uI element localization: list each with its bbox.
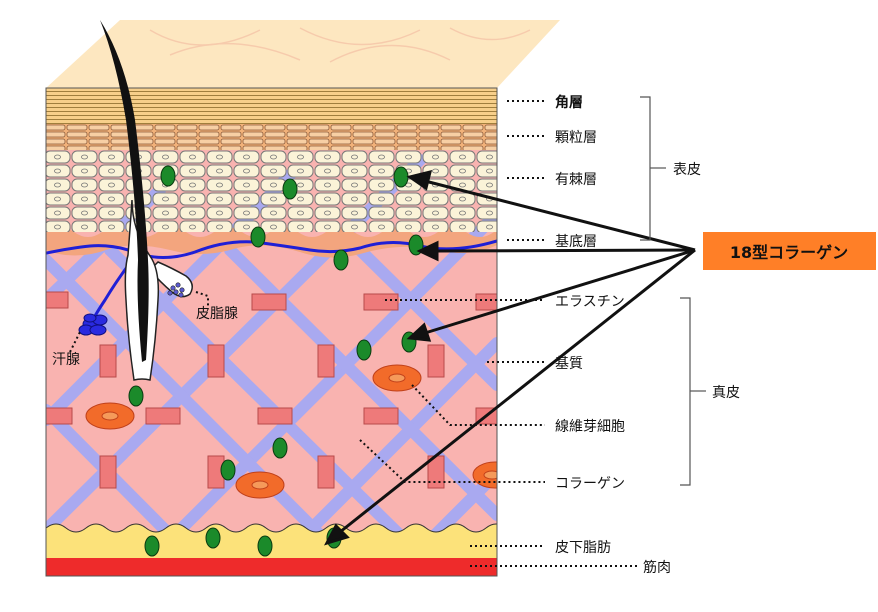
fibroblasts	[85, 364, 497, 499]
label-granular-layer: 顆粒層	[555, 130, 597, 146]
skin-texture	[149, 27, 531, 63]
label-stratum-corneum: 角層	[555, 94, 583, 111]
elastin-fibers	[46, 291, 497, 489]
type18-collagen-site	[272, 437, 288, 459]
label-subcutaneous-fat: 皮下脂肪	[555, 540, 611, 556]
type18-collagen-site	[333, 249, 349, 271]
collagen-fiber	[104, 244, 416, 551]
type18-collagen-site	[205, 527, 221, 549]
label-collagen: コラーゲン	[555, 476, 625, 492]
elastin-fiber	[99, 344, 117, 378]
collagen-fiber	[354, 244, 497, 391]
elastin-fiber	[257, 407, 293, 425]
label-elastin: エラスチン	[555, 294, 625, 310]
muscle-layer	[46, 558, 497, 576]
type18-collagen-sites	[128, 165, 424, 557]
collagen-fiber	[294, 337, 497, 546]
label-dermis: 真皮	[712, 385, 740, 401]
label-fibroblast: 線維芽細胞	[555, 419, 625, 435]
label-spinous-layer: 有棘層	[555, 172, 597, 188]
type18-collagen-site	[144, 535, 160, 557]
label-sweat-gland: 汗腺	[52, 352, 80, 368]
basal-layer	[46, 226, 497, 258]
collagen-fiber	[46, 254, 336, 551]
type18-collagen-site	[250, 226, 266, 248]
elastin-fiber	[475, 293, 497, 311]
type18-collagen-site	[282, 178, 298, 200]
type18-collagen-site	[160, 165, 176, 187]
label-muscle: 筋肉	[643, 559, 671, 576]
leader-lines	[69, 100, 637, 567]
elastin-fiber	[207, 344, 225, 378]
elastin-fiber	[46, 407, 73, 425]
hair-follicle	[100, 20, 160, 381]
elastin-fiber	[145, 407, 181, 425]
label-sebaceous-gland: 皮脂腺	[196, 306, 238, 322]
elastin-fiber	[363, 293, 399, 311]
stratum-corneum	[46, 88, 497, 124]
elastin-fiber	[99, 455, 117, 489]
sebaceous-gland	[148, 261, 193, 298]
elastin-fiber	[251, 293, 287, 311]
type18-collagen-site	[220, 459, 236, 481]
callout-box	[703, 232, 876, 270]
label-epidermis: 表皮	[673, 162, 701, 178]
elastin-fiber	[363, 407, 399, 425]
callout-label: 18型コラーゲン	[730, 243, 848, 262]
elastin-fiber	[317, 344, 335, 378]
type18-collagen-site	[128, 385, 144, 407]
skin-surface	[46, 20, 560, 88]
type18-collagen-site	[257, 535, 273, 557]
elastin-fiber	[46, 291, 69, 309]
skin-block-outline	[45, 87, 498, 577]
type18-collagen-site	[356, 339, 372, 361]
type18-collagen-site	[393, 166, 409, 188]
granular-layer	[46, 124, 497, 150]
brackets	[640, 96, 706, 486]
elastin-fiber	[427, 344, 445, 378]
label-basal-layer: 基底層	[555, 233, 597, 250]
label-matrix: 基質	[555, 355, 583, 372]
elastin-fiber	[317, 455, 335, 489]
spinous-layer	[46, 150, 497, 232]
callout-arrows	[323, 169, 696, 546]
